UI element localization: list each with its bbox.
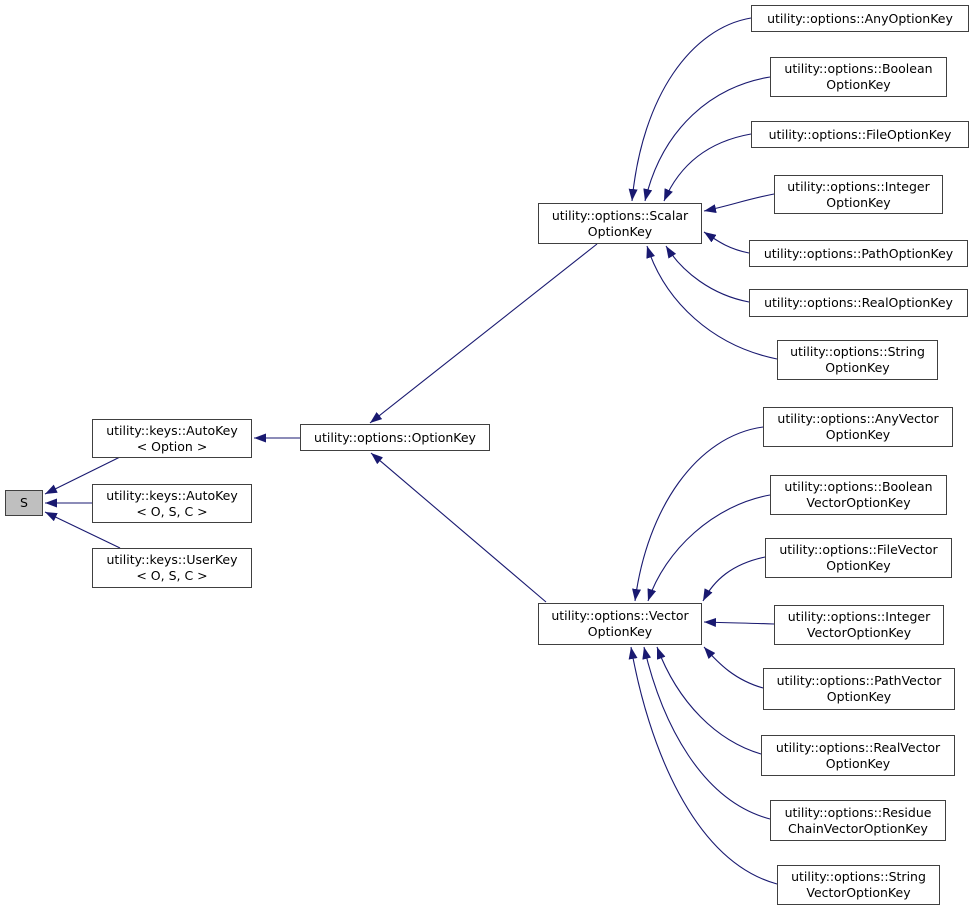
edge-realvectoroptionkey-to-vector [656, 646, 762, 755]
class-node-scalar-optionkey[interactable]: utility::options::Scalar OptionKey [538, 203, 702, 244]
class-node-path-optionkey[interactable]: utility::options::PathOptionKey [749, 240, 968, 267]
edge-fileoptionkey-to-scalar [663, 133, 752, 202]
edge-anyoptionkey-to-scalar [628, 17, 752, 202]
class-node-s: S [5, 490, 43, 516]
class-node-autokey-option[interactable]: utility::keys::AutoKey < Option > [92, 419, 252, 458]
edge-realoptionkey-to-scalar [665, 245, 750, 303]
class-node-pathvector-optionkey[interactable]: utility::options::PathVector OptionKey [763, 668, 955, 710]
edge-pathvectoroptionkey-to-vector [703, 646, 764, 689]
edge-vectoroptionkey-to-optionkey [370, 452, 547, 603]
edge-residuechainvectoroptionkey-to-vector [642, 646, 771, 820]
class-node-userkey-osc[interactable]: utility::keys::UserKey < O, S, C > [92, 548, 252, 588]
class-node-vector-optionkey[interactable]: utility::options::Vector OptionKey [538, 603, 702, 645]
edge-stringoptionkey-to-scalar [646, 245, 778, 360]
class-node-integer-optionkey[interactable]: utility::options::Integer OptionKey [774, 175, 943, 214]
class-node-integervector-optionkey[interactable]: utility::options::Integer VectorOptionKe… [774, 605, 944, 645]
edge-integeroptionkey-to-scalar [703, 193, 775, 214]
class-node-real-optionkey[interactable]: utility::options::RealOptionKey [749, 289, 968, 317]
class-node-residuechainvector-optionkey[interactable]: utility::options::Residue ChainVectorOpt… [770, 800, 946, 841]
edge-stringvectoroptionkey-to-vector [628, 646, 778, 885]
edge-autokey-option-to-s [44, 456, 121, 495]
edge-filevectoroptionkey-to-vector [702, 556, 766, 602]
class-node-stringvector-optionkey[interactable]: utility::options::String VectorOptionKey [777, 865, 940, 905]
class-node-anyvector-optionkey[interactable]: utility::options::AnyVector OptionKey [763, 407, 953, 447]
edge-booleanoptionkey-to-scalar [643, 76, 771, 202]
class-node-filevector-optionkey[interactable]: utility::options::FileVector OptionKey [765, 538, 952, 578]
class-node-any-optionkey[interactable]: utility::options::AnyOptionKey [751, 5, 969, 32]
class-node-realvector-optionkey[interactable]: utility::options::RealVector OptionKey [761, 735, 955, 776]
class-node-optionkey[interactable]: utility::options::OptionKey [300, 424, 490, 451]
edge-userkey-osc-to-s [44, 511, 121, 549]
edge-anyvectoroptionkey-to-vector [632, 426, 764, 602]
edge-pathoptionkey-to-scalar [703, 231, 750, 254]
class-node-string-optionkey[interactable]: utility::options::String OptionKey [777, 340, 938, 380]
class-node-boolean-optionkey[interactable]: utility::options::Boolean OptionKey [770, 57, 947, 97]
edge-booleanvectoroptionkey-to-vector [647, 494, 771, 602]
class-node-autokey-osc[interactable]: utility::keys::AutoKey < O, S, C > [92, 484, 252, 523]
edge-integervectoroptionkey-to-vector [703, 617, 775, 627]
class-node-file-optionkey[interactable]: utility::options::FileOptionKey [751, 121, 969, 148]
class-node-booleanvector-optionkey[interactable]: utility::options::Boolean VectorOptionKe… [770, 475, 947, 515]
edge-scalaroptionkey-to-optionkey [369, 243, 598, 424]
